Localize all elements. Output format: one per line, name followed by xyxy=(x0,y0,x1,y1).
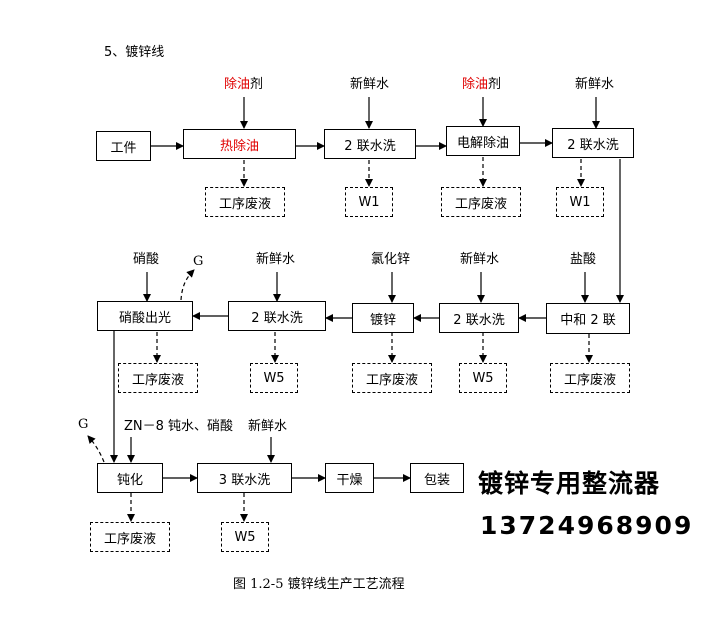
waste-process-liquid-2: 工序废液 xyxy=(441,187,521,217)
gas-g-1: G xyxy=(193,254,204,269)
waste-w1-1: W1 xyxy=(345,187,393,217)
input-hydrochloric-acid: 盐酸 xyxy=(570,252,597,267)
waste-process-liquid-4: 工序废液 xyxy=(352,363,432,393)
step-hot-degreasing: 热除油 xyxy=(183,129,296,159)
step-rinse-2-4: 2 联水洗 xyxy=(439,303,519,333)
waste-process-liquid-6: 工序废液 xyxy=(90,522,170,552)
step-rinse-2-1: 2 联水洗 xyxy=(324,129,416,159)
waste-process-liquid-5: 工序废液 xyxy=(550,363,630,393)
input-fresh-water-4: 新鲜水 xyxy=(460,252,500,267)
step-neutralize-2-stage: 中和 2 联 xyxy=(546,303,630,334)
input-fresh-water-1: 新鲜水 xyxy=(350,77,390,92)
waste-w5-3: W5 xyxy=(221,522,269,552)
input-fresh-water-2: 新鲜水 xyxy=(575,77,615,92)
input-nitric-acid: 硝酸 xyxy=(133,252,160,267)
waste-w5-2: W5 xyxy=(459,363,507,393)
step-drying: 干燥 xyxy=(325,463,374,493)
step-workpiece: 工件 xyxy=(96,131,151,161)
waste-process-liquid-3: 工序废液 xyxy=(118,363,198,393)
input-zn8-passivation-nitric: ZN－8 钝水、硝酸 xyxy=(124,419,234,434)
figure-caption: 图 1.2-5 镀锌线生产工艺流程 xyxy=(233,577,405,592)
step-nitric-acid-brightening: 硝酸出光 xyxy=(97,301,193,331)
input-zinc-chloride: 氯化锌 xyxy=(371,252,411,267)
input-fresh-water-5: 新鲜水 xyxy=(248,419,288,434)
step-packaging: 包装 xyxy=(410,463,464,493)
section-title: 5、镀锌线 xyxy=(104,45,165,60)
gas-g-2: G xyxy=(78,417,89,432)
input-fresh-water-3: 新鲜水 xyxy=(256,252,296,267)
step-rinse-3: 3 联水洗 xyxy=(197,463,292,493)
promo-title: 镀锌专用整流器 xyxy=(478,469,661,498)
waste-process-liquid-1: 工序废液 xyxy=(205,187,285,217)
step-passivation: 钝化 xyxy=(97,463,163,493)
step-electrolytic-degreasing: 电解除油 xyxy=(446,126,520,156)
promo-phone: 13724968909 xyxy=(480,511,694,540)
waste-w5-1: W5 xyxy=(250,363,298,393)
input-degreasing-agent-1: 除油剂 xyxy=(224,77,264,92)
step-rinse-2-2: 2 联水洗 xyxy=(552,128,634,158)
waste-w1-2: W1 xyxy=(556,187,604,217)
step-zinc-plating: 镀锌 xyxy=(352,303,414,333)
step-rinse-2-3: 2 联水洗 xyxy=(228,301,326,331)
input-degreasing-agent-2: 除油剂 xyxy=(462,77,502,92)
